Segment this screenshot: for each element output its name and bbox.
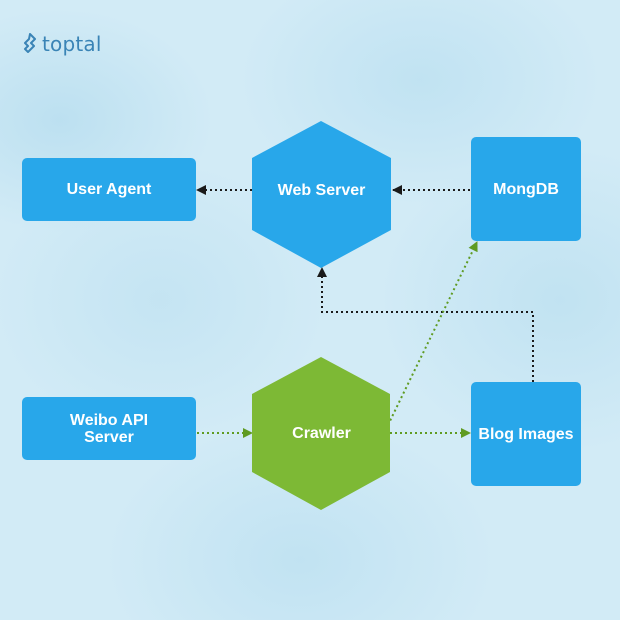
toptal-logo-icon [24,33,36,53]
mongodb-box [471,137,581,241]
weibo-api-server-label: Weibo API Server [69,411,149,446]
web-server-label: Web Server [277,181,366,199]
blog-images-label: Blog Images [478,425,574,443]
web-server-hexagon [252,121,391,268]
logo-text: toptal [42,32,102,56]
blog-images-box [471,382,581,486]
crawler-hexagon [252,357,390,510]
weibo-api-server-box [22,397,196,460]
connectors [196,185,534,438]
user-agent-label: User Agent [66,181,152,198]
arrow-blogimages-to-webserver [317,267,534,382]
toptal-logo: toptal [22,30,102,58]
user-agent-box [22,158,196,221]
mongodb-label: MongDB [493,180,559,198]
nodes [22,121,581,510]
crawler-label: Crawler [292,424,351,442]
arrow-crawler-to-mongodb [387,241,478,426]
